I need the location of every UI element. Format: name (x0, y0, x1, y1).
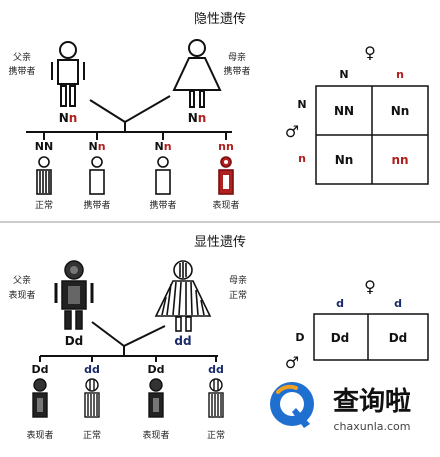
recessive-child-4-genotype: nn (218, 140, 234, 153)
recessive-mother-figure (172, 39, 222, 108)
dominant-female-symbol: ♀ (364, 277, 376, 296)
recessive-punnett-col-header-1: N (339, 68, 348, 81)
recessive-father-label-role: 父亲 (13, 51, 31, 63)
dominant-pedigree-lines (39, 321, 218, 362)
recessive-punnett-col-header-2: n (396, 68, 404, 81)
recessive-child-3-label: 携带者 (149, 199, 176, 211)
dominant-child-2-figure (84, 378, 100, 418)
dominant-punnett-grid (313, 313, 429, 361)
recessive-punnett-cell-1-2: Nn (391, 104, 410, 118)
watermark: 查询啦 chaxunla.com (262, 372, 440, 440)
recessive-punnett-row-header-2: n (298, 152, 306, 165)
dominant-father-genotype: Dd (65, 334, 84, 348)
recessive-mother-label-status: 携带者 (223, 65, 250, 77)
dominant-child-3-figure (148, 378, 164, 418)
recessive-mother-label-role: 母亲 (228, 51, 246, 63)
dominant-child-1-figure (32, 378, 48, 418)
dominant-child-3-label: 表现者 (142, 429, 169, 441)
dominant-mother-label-role: 母亲 (229, 274, 247, 286)
recessive-female-symbol: ♀ (364, 43, 376, 62)
recessive-punnett-grid (315, 85, 429, 185)
dominant-punnett-cell-1-1: Dd (331, 331, 350, 345)
recessive-child-1-genotype: NN (35, 140, 53, 153)
recessive-mother-genotype: Nn (188, 111, 207, 125)
dominant-child-1-label: 表现者 (26, 429, 53, 441)
dominant-father-label-role: 父亲 (13, 274, 31, 286)
recessive-child-2-label: 携带者 (83, 199, 110, 211)
watermark-brand: 查询啦 (333, 386, 411, 417)
recessive-title: 隐性遗传 (194, 12, 246, 27)
dominant-punnett-col-header-2: d (394, 297, 402, 310)
dominant-mother-label-status: 正常 (229, 289, 247, 301)
dominant-child-4-label: 正常 (207, 429, 225, 441)
recessive-child-1-figure (36, 156, 52, 195)
recessive-punnett-cell-1-1: NN (334, 104, 354, 118)
dominant-punnett-col-header-1: d (336, 297, 344, 310)
dominant-child-4-figure (208, 378, 224, 418)
dominant-title: 显性遗传 (194, 235, 246, 250)
recessive-child-2-genotype: Nn (88, 140, 105, 153)
watermark-url: chaxunla.com (334, 420, 411, 433)
dominant-child-3-genotype: Dd (147, 363, 164, 376)
recessive-father-label-status: 携带者 (8, 65, 35, 77)
recessive-child-1-label: 正常 (35, 199, 53, 211)
recessive-pedigree-lines (26, 95, 232, 140)
watermark-logo (270, 382, 314, 428)
dominant-punnett-cell-1-2: Dd (389, 331, 408, 345)
recessive-child-3-genotype: Nn (154, 140, 171, 153)
recessive-father-figure (51, 41, 85, 107)
recessive-child-2-figure (89, 156, 105, 195)
recessive-father-genotype: Nn (59, 111, 78, 125)
dominant-father-label-status: 表现者 (8, 289, 35, 301)
dominant-punnett-row-header-1: D (295, 331, 304, 344)
recessive-child-4-figure (218, 156, 234, 195)
recessive-punnett-cell-2-1: Nn (335, 153, 354, 167)
recessive-child-4-label: 表现者 (212, 199, 239, 211)
dominant-child-2-label: 正常 (83, 429, 101, 441)
recessive-punnett-row-header-1: N (297, 98, 306, 111)
recessive-male-symbol: ♂ (285, 122, 299, 141)
dominant-child-1-genotype: Dd (31, 363, 48, 376)
dominant-mother-genotype: dd (174, 334, 191, 348)
dominant-male-symbol: ♂ (285, 353, 299, 372)
recessive-child-3-figure (155, 156, 171, 195)
recessive-punnett-cell-2-2: nn (391, 153, 408, 167)
dominant-father-figure (54, 260, 94, 330)
dominant-child-4-genotype: dd (208, 363, 224, 376)
dominant-mother-figure (154, 260, 212, 332)
dominant-child-2-genotype: dd (84, 363, 100, 376)
